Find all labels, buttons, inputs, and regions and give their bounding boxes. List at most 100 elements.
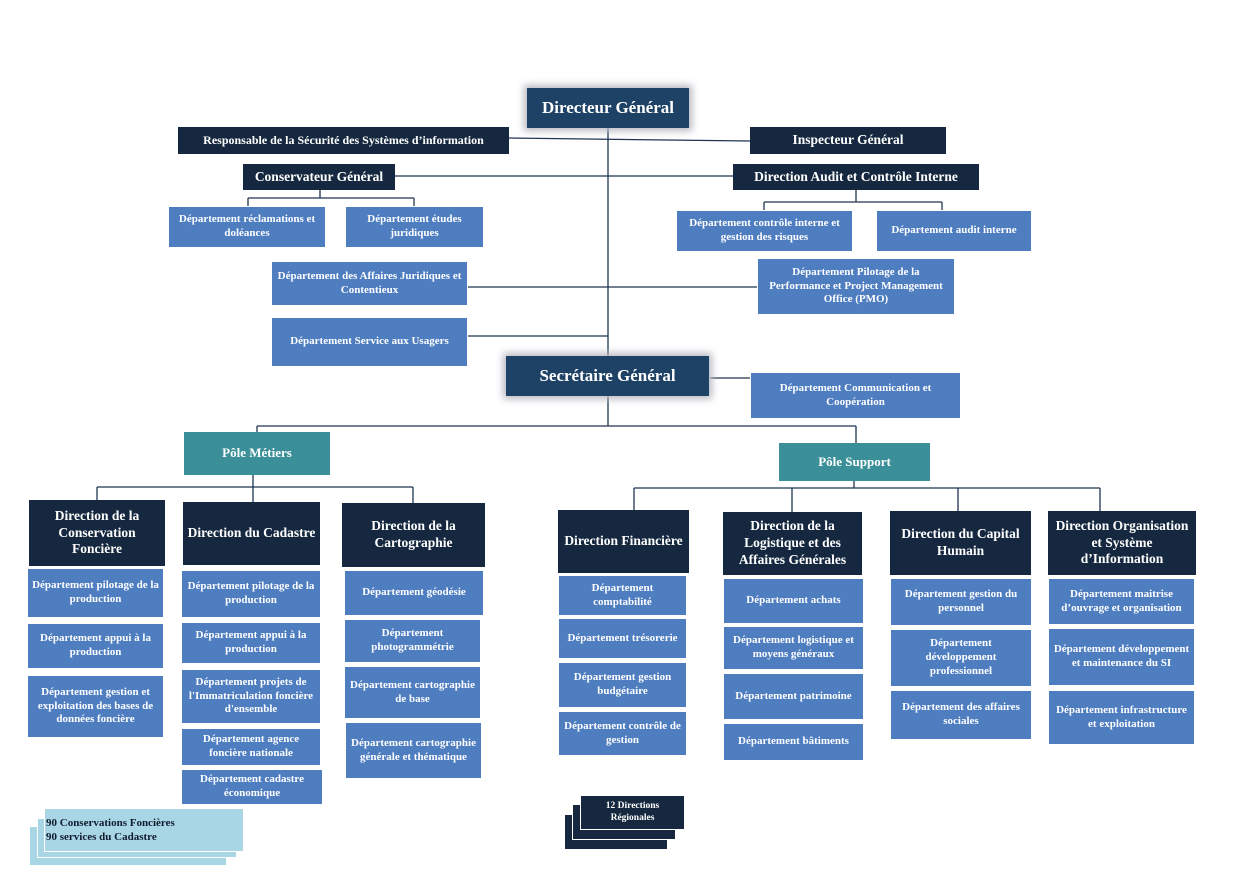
dept-communication-label: Département Communication et Coopération	[779, 381, 932, 408]
department-box: Département achats	[723, 578, 864, 624]
directeur-general-box: Directeur Général	[527, 88, 689, 128]
department-box: Département cadastre économique	[181, 769, 323, 805]
department-box: Département cartographie de base	[344, 666, 481, 719]
conservateur-general-label: Conservateur Général	[254, 168, 384, 184]
directeur-general-label: Directeur Général	[541, 98, 674, 118]
conservations-stack-front	[44, 808, 244, 852]
directions-regionales-box: 12 Directions Régionales	[580, 795, 685, 830]
department-box: Département infrastructure et exploitati…	[1048, 690, 1195, 745]
department-label: Département développement et maintenance…	[1053, 643, 1190, 669]
department-label: Département développement professionnel	[925, 637, 997, 677]
direction-cartographie-box: Direction de la Cartographie	[342, 503, 485, 567]
direction-audit-box: Direction Audit et Contrôle Interne	[733, 164, 979, 190]
conservateur-general-box: Conservateur Général	[243, 164, 395, 190]
department-label: Département maitrise d’ouvrage et organi…	[1061, 587, 1182, 614]
department-box: Département maitrise d’ouvrage et organi…	[1048, 578, 1195, 625]
conservations-note-line: 90 services du Cadastre	[46, 830, 157, 843]
dept-controle-interne-box: Département contrôle interne et gestion …	[676, 210, 853, 252]
department-label: Département gestion budgétaire	[573, 671, 672, 697]
secretaire-general-label: Secrétaire Général	[539, 366, 676, 386]
direction-title: Direction de la Logistique et des Affair…	[738, 518, 847, 567]
department-box: Département logistique et moyens générau…	[723, 626, 864, 670]
direction-title: Direction Financière	[564, 533, 683, 549]
department-label: Département contrôle de gestion	[564, 719, 681, 746]
department-box: Département gestion du personnel	[890, 578, 1032, 626]
direction-title: Direction du Capital Humain	[901, 526, 1020, 558]
department-label: Département logistique et moyens générau…	[733, 634, 854, 660]
department-label: Département bâtiments	[738, 735, 849, 748]
department-label: Département infrastructure et exploitati…	[1056, 703, 1187, 730]
department-label: Département comptabilité	[591, 581, 654, 608]
department-label: Département appui à la production	[195, 629, 307, 655]
secretaire-general-box: Secrétaire Général	[506, 356, 709, 396]
rssi-box: Responsable de la Sécurité des Systèmes …	[178, 127, 509, 154]
department-box: Département développement professionnel	[890, 629, 1032, 687]
dept-audit-interne-label: Département audit interne	[891, 224, 1017, 237]
department-label: Département photogrammétrie	[371, 627, 454, 653]
department-label: Département gestion et exploitation des …	[37, 685, 154, 726]
department-label: Département trésorerie	[567, 631, 678, 644]
department-box: Département bâtiments	[723, 723, 864, 761]
pole-support-box: Pôle Support	[779, 443, 930, 481]
dept-communication-box: Département Communication et Coopération	[750, 372, 961, 419]
direction-title: Direction de la Conservation Foncière	[54, 507, 140, 557]
rssi-label: Responsable de la Sécurité des Systèmes …	[203, 133, 484, 147]
dept-reclamations-label: Département réclamations et doléances	[178, 213, 316, 239]
direction-financiere-box: Direction Financière	[558, 510, 689, 573]
direction-organisation-si-box: Direction Organisation et Système d’Info…	[1048, 511, 1196, 575]
department-box: Département gestion budgétaire	[558, 662, 687, 708]
department-label: Département achats	[746, 594, 841, 607]
dept-controle-interne-label: Département contrôle interne et gestion …	[689, 217, 840, 243]
dept-etudes-juridiques-label: Département études juridiques	[367, 213, 462, 239]
department-box: Département gestion et exploitation des …	[27, 675, 164, 738]
conservations-note-line: 90 Conservations Foncières	[46, 817, 175, 829]
department-label: Département pilotage de la production	[187, 580, 315, 606]
direction-title: Direction Organisation et Système d’Info…	[1055, 517, 1189, 567]
department-label: Département cartographie de base	[350, 678, 475, 705]
dept-pilotage-performance-label: Département Pilotage de la Performance e…	[769, 265, 943, 306]
department-box: Département géodésie	[344, 570, 484, 616]
dept-pilotage-performance-box: Département Pilotage de la Performance e…	[757, 258, 955, 315]
direction-capital-humain-box: Direction du Capital Humain	[890, 511, 1031, 575]
directions-regionales-label: 12 Directions Régionales	[605, 800, 660, 823]
department-label: Département gestion du personnel	[904, 588, 1018, 614]
pole-metiers-label: Pôle Métiers	[222, 445, 292, 461]
pole-metiers-box: Pôle Métiers	[184, 432, 330, 475]
department-box: Département agence foncière nationale	[181, 728, 321, 766]
direction-conservation-fonciere-box: Direction de la Conservation Foncière	[29, 500, 165, 566]
department-label: Département agence foncière nationale	[202, 733, 300, 759]
inspecteur-general-box: Inspecteur Général	[750, 127, 946, 154]
department-box: Département photogrammétrie	[344, 619, 481, 663]
department-box: Département cartographie générale et thé…	[345, 722, 482, 779]
department-box: Département appui à la production	[27, 623, 164, 669]
inspecteur-general-label: Inspecteur Général	[792, 132, 904, 148]
dept-service-usagers-box: Département Service aux Usagers	[271, 317, 468, 367]
dept-reclamations-box: Département réclamations et doléances	[168, 206, 326, 248]
department-label: Département cadastre économique	[200, 773, 304, 799]
dept-audit-interne-box: Département audit interne	[876, 210, 1032, 252]
direction-title: Direction de la Cartographie	[371, 518, 456, 550]
pole-support-label: Pôle Support	[818, 453, 891, 469]
dept-affaires-juridiques-box: Département des Affaires Juridiques et C…	[271, 261, 468, 306]
department-box: Département projets de l'Immatriculation…	[181, 669, 321, 724]
department-label: Département pilotage de la production	[32, 579, 159, 605]
department-box: Département pilotage de la production	[27, 568, 164, 618]
department-label: Département géodésie	[362, 586, 466, 599]
dept-service-usagers-label: Département Service aux Usagers	[290, 335, 449, 348]
department-box: Département appui à la production	[181, 622, 321, 664]
direction-logistique-box: Direction de la Logistique et des Affair…	[723, 512, 862, 575]
dept-affaires-juridiques-label: Département des Affaires Juridiques et C…	[277, 269, 462, 296]
department-box: Département trésorerie	[558, 618, 687, 659]
conservations-note: 90 Conservations Foncières 90 services d…	[46, 817, 175, 845]
department-label: Département appui à la production	[40, 632, 151, 658]
department-box: Département comptabilité	[558, 575, 687, 616]
department-box: Département des affaires sociales	[890, 690, 1032, 740]
department-label: Département patrimoine	[735, 689, 852, 702]
department-box: Département pilotage de la production	[181, 570, 321, 618]
department-box: Département développement et maintenance…	[1048, 628, 1195, 686]
direction-title: Direction du Cadastre	[187, 525, 316, 541]
department-label: Département des affaires sociales	[902, 701, 1020, 727]
direction-cadastre-box: Direction du Cadastre	[183, 502, 320, 565]
department-label: Département cartographie générale et thé…	[351, 736, 476, 763]
